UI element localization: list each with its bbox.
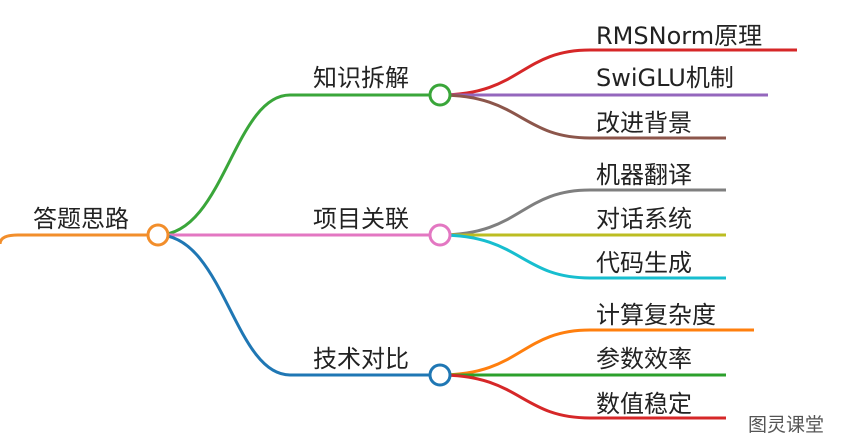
edge-root-to-tech: [157, 233, 440, 377]
leaf-label-swiglu: SwiGLU机制: [596, 64, 734, 92]
leaf-label-param-eff: 参数效率: [596, 345, 692, 373]
watermark: 图灵课堂: [748, 414, 824, 436]
edge-root-to-knowledge: [157, 93, 440, 237]
leaf-label-dialog: 对话系统: [596, 205, 692, 233]
branch-node-knowledge[interactable]: [428, 83, 452, 107]
branch-node-project[interactable]: [428, 223, 452, 247]
branch-label-project: 项目关联: [313, 205, 409, 233]
leaf-label-stability: 数值稳定: [596, 390, 692, 418]
branch-label-tech: 技术对比: [313, 345, 409, 373]
leaf-label-rmsnorm: RMSNorm原理: [596, 22, 762, 50]
branch-label-knowledge: 知识拆解: [313, 64, 409, 92]
root-label: 答题思路: [33, 205, 129, 233]
leaf-label-mt: 机器翻译: [596, 161, 692, 189]
root-node[interactable]: [146, 223, 170, 247]
root-lead-line: [0, 233, 158, 245]
leaf-label-complexity: 计算复杂度: [596, 301, 716, 329]
edge-tech-to-complexity: [439, 328, 754, 377]
edges-layer: [157, 48, 797, 420]
nodes-layer: [428, 83, 452, 387]
leaf-label-codegen: 代码生成: [596, 249, 692, 277]
edge-knowledge-to-rmsnorm: [439, 48, 797, 97]
edge-project-to-codegen: [439, 233, 726, 280]
edge-knowledge-to-background: [439, 93, 726, 140]
edge-tech-to-stability: [439, 373, 726, 420]
branch-node-tech[interactable]: [428, 363, 452, 387]
leaf-label-background: 改进背景: [596, 109, 692, 137]
edge-project-to-mt: [439, 188, 726, 237]
